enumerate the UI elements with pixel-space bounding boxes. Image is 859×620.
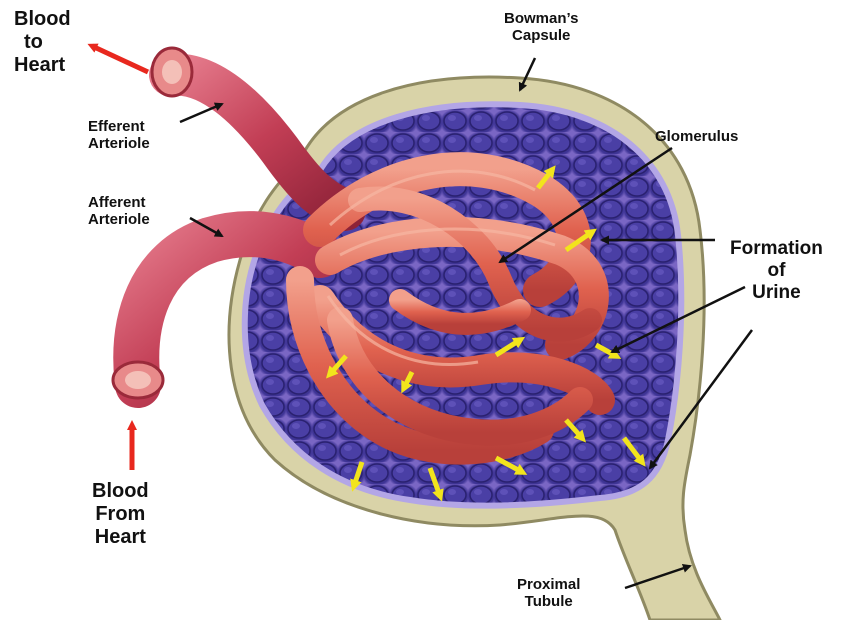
label-afferent-arteriole: Afferent Arteriole — [88, 194, 150, 229]
label-glomerulus: Glomerulus — [655, 128, 738, 145]
pointer-efferent — [180, 104, 222, 122]
label-bowmans-capsule: Bowman’s Capsule — [504, 10, 578, 45]
label-proximal-tubule: Proximal Tubule — [517, 576, 580, 611]
label-efferent-arteriole: Efferent Arteriole — [88, 118, 150, 153]
label-blood-from-heart: Blood From Heart — [92, 480, 149, 549]
label-formation-of-urine: Formation of Urine — [730, 238, 823, 304]
label-blood-to-heart: Blood to Heart — [14, 8, 71, 77]
red-arrow-icon — [92, 46, 148, 72]
